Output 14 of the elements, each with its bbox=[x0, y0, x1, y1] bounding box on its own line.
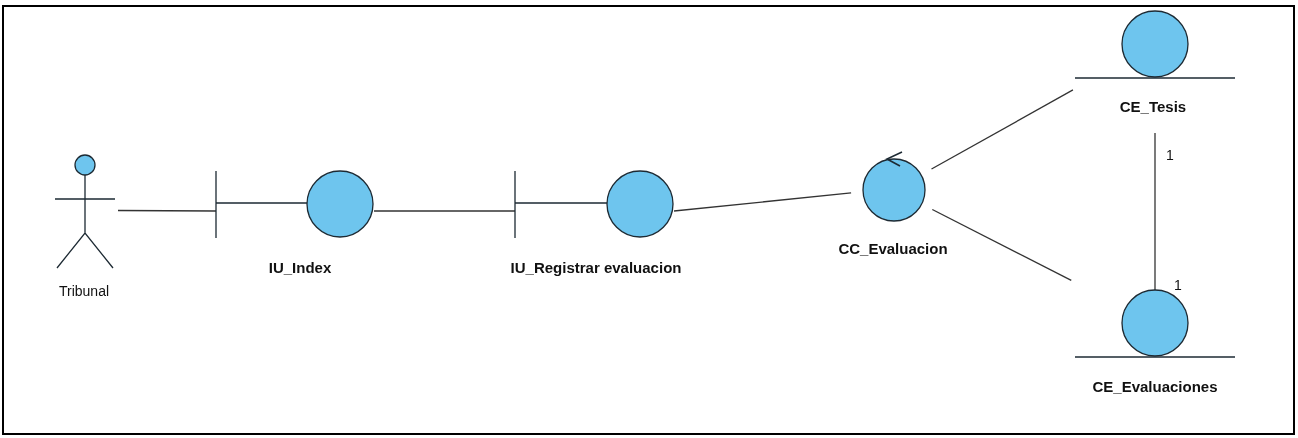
connector-line bbox=[373, 210, 516, 212]
connector-line bbox=[673, 192, 852, 212]
element-name: IU_Registrar evaluacion bbox=[510, 259, 682, 277]
element-name: CE_Tesis bbox=[1119, 98, 1187, 116]
connector-line bbox=[931, 208, 1072, 281]
element-name: IU_Index bbox=[268, 259, 332, 277]
element-name: CC_Evaluacion bbox=[838, 240, 948, 258]
multiplicity-label: 1 bbox=[1166, 147, 1174, 164]
element-name: CE_Evaluaciones bbox=[1092, 378, 1218, 396]
actor-name: Tribunal bbox=[58, 283, 110, 300]
connector-line bbox=[930, 89, 1074, 170]
connector-line bbox=[1154, 132, 1156, 291]
multiplicity-label: 1 bbox=[1174, 277, 1182, 294]
connector-line bbox=[117, 209, 217, 212]
